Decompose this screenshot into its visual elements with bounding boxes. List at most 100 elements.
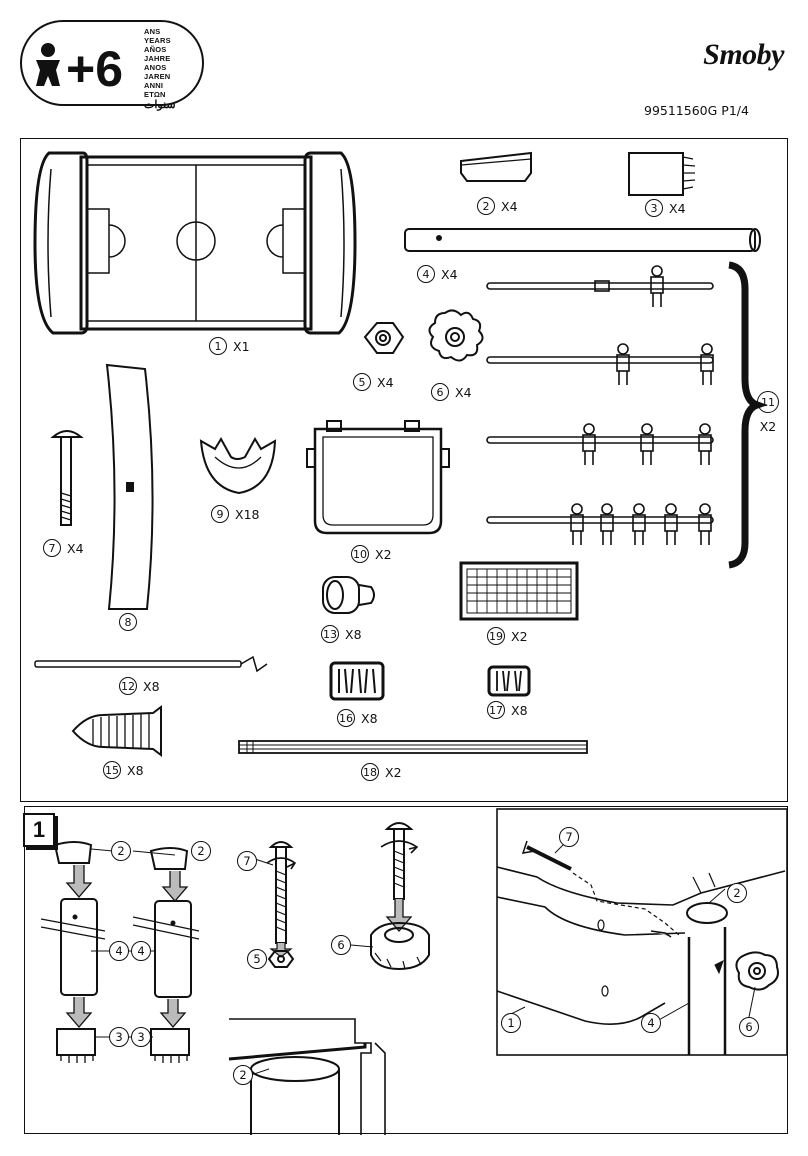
- callout-foot: 3: [109, 1027, 129, 1047]
- foot-part: [628, 152, 696, 196]
- part-number: 9: [211, 505, 229, 523]
- ball-bin-part: [306, 420, 450, 535]
- player-figure: [650, 265, 664, 307]
- part-number: 12: [119, 677, 137, 695]
- part-quantity: X8: [345, 626, 362, 642]
- part-quantity: X4: [669, 200, 686, 216]
- part-number: 2: [477, 197, 495, 215]
- part-quantity: X4: [67, 540, 84, 556]
- part-label-16: 16 X8: [337, 709, 378, 727]
- age-number: +6: [66, 41, 123, 97]
- spring-large-part: [329, 661, 385, 701]
- age-word: ANS: [144, 27, 161, 36]
- part-label-9: 9 X18: [211, 505, 259, 523]
- callout-foot: 3: [131, 1027, 151, 1047]
- leg-assembly-left: [40, 841, 106, 1063]
- player-figure: [698, 423, 712, 465]
- part-number: 10: [351, 545, 369, 563]
- part-quantity: X4: [377, 374, 394, 390]
- child-icon: +6: [36, 41, 123, 97]
- callout-knob-detail: 6: [739, 1017, 759, 1037]
- part-number: 15: [103, 761, 121, 779]
- callout-cap: 2: [111, 841, 131, 861]
- part-number: 17: [487, 701, 505, 719]
- part-label-10: 10 X2: [351, 545, 392, 563]
- part-number: 16: [337, 709, 355, 727]
- bolt-knob-assembly: [370, 822, 430, 971]
- part-quantity: X4: [501, 198, 518, 214]
- part-quantity: X4: [441, 266, 458, 282]
- rail-part: [238, 740, 588, 754]
- step-number: 1: [23, 813, 55, 847]
- bolt-nut-assembly: [266, 841, 297, 968]
- part-number: 11: [757, 391, 779, 413]
- part-quantity: X2: [385, 764, 402, 780]
- part-number: 1: [209, 337, 227, 355]
- side-panel-part: [105, 363, 154, 610]
- age-word: ANOS: [144, 63, 167, 72]
- age-badge: +6 ANS YEARS AÑOS JAHRE ANOS JAREN ANNI …: [20, 20, 204, 111]
- age-words: ANS YEARS AÑOS JAHRE ANOS JAREN ANNI ΕΤΩ…: [144, 27, 176, 111]
- player-figure: [664, 503, 678, 545]
- player-figure: [582, 423, 596, 465]
- cap-part: [460, 151, 532, 182]
- part-number: 8: [119, 613, 137, 631]
- leg-tube-part: [404, 228, 761, 252]
- player-rods-part: [486, 261, 769, 569]
- part-quantity: X2: [375, 546, 392, 562]
- player-figure: [632, 503, 646, 545]
- part-label-17: 17 X8: [487, 701, 528, 719]
- leg-assembly-right: [132, 847, 200, 1063]
- age-word: YEARS: [144, 36, 171, 45]
- part-quantity: X8: [143, 678, 160, 694]
- part-label-1: 1 X1: [209, 337, 250, 355]
- part-label-7: 7 X4: [43, 539, 84, 557]
- part-number: 7: [43, 539, 61, 557]
- callout-leg-detail: 4: [641, 1013, 661, 1033]
- part-label-18: 18 X2: [361, 763, 402, 781]
- callout-bolt: 7: [237, 851, 257, 871]
- brand-logo: Smoby: [703, 38, 784, 71]
- part-quantity: X18: [235, 506, 260, 522]
- part-number: 3: [645, 199, 663, 217]
- nut-part: [363, 322, 405, 354]
- assembled-corner-detail: [496, 808, 788, 1056]
- goal-net-part: [459, 561, 579, 621]
- zoom-detail: [228, 1018, 386, 1135]
- part-label-2: 2 X4: [477, 197, 518, 215]
- part-label-8: 8: [119, 613, 137, 631]
- part-quantity: X8: [511, 702, 528, 718]
- parts-illustration: [33, 151, 769, 757]
- age-word: سنوات: [144, 99, 176, 111]
- callout-cap: 2: [191, 841, 211, 861]
- bolt-part: [50, 430, 84, 526]
- callout-frame-detail: 1: [501, 1013, 521, 1033]
- callout-cap-detail: 2: [727, 883, 747, 903]
- part-number: 6: [431, 383, 449, 401]
- callout-leg: 4: [109, 941, 129, 961]
- part-quantity: X2: [511, 628, 528, 644]
- part-quantity: X8: [361, 710, 378, 726]
- age-word: ANNI: [144, 81, 164, 90]
- part-number: 4: [417, 265, 435, 283]
- part-number: 18: [361, 763, 379, 781]
- knob-part: [428, 309, 484, 362]
- age-word: JAREN: [144, 72, 171, 81]
- player-figure: [640, 423, 654, 465]
- part-label-4: 4 X4: [417, 265, 458, 283]
- part-label-12: 12 X8: [119, 677, 160, 695]
- long-rod-part: [34, 655, 268, 673]
- player-figure: [700, 343, 714, 385]
- player-figure: [600, 503, 614, 545]
- part-quantity: X2: [759, 419, 777, 434]
- age-word: JAHRE: [144, 54, 171, 63]
- bumper-part: [322, 576, 375, 614]
- part-quantity: X1: [233, 338, 250, 354]
- callout-nut: 5: [247, 949, 267, 969]
